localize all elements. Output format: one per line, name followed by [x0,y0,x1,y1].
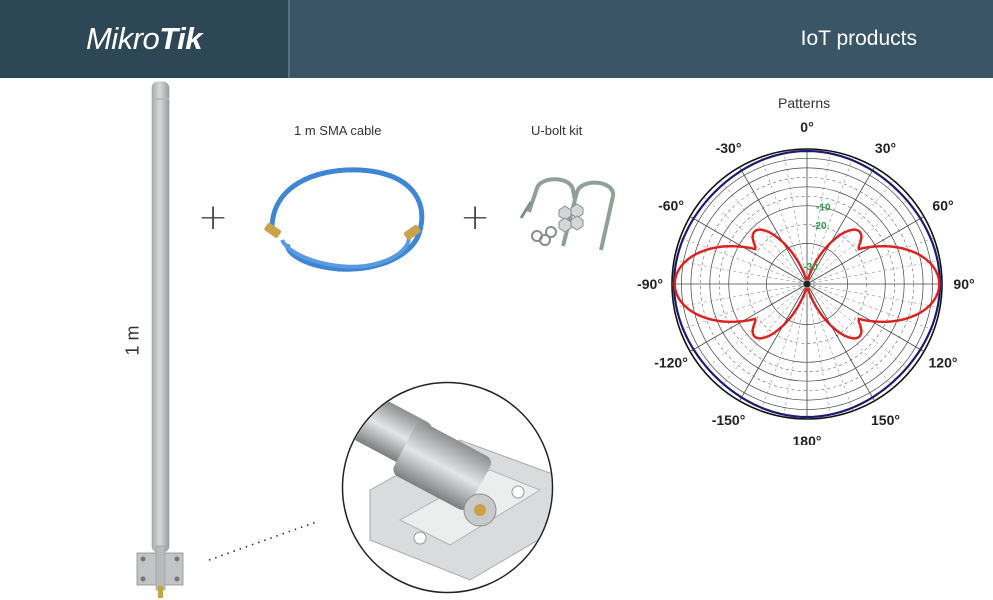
logo-panel: MikroTik [0,0,290,78]
ring-label: -20 [812,221,827,232]
angle-label: -150° [712,412,746,428]
angle-labels: 0° 30° 60° 90° 120° 150° 180° -150° -120° -90° -60… [637,120,975,445]
ring-labels: -10 -20 -30 [803,202,831,272]
cable-label: 1 m SMA cable [294,123,382,138]
ring-label: -10 [816,202,831,213]
mount-closeup-image [341,381,554,594]
antenna-image [136,81,184,598]
sma-cable-image [264,167,425,272]
angle-label: 180° [793,433,822,445]
angle-label: -120° [654,355,688,371]
angle-label: -90° [637,276,663,292]
angle-label: 30° [875,140,896,156]
horizontal-pattern-curve [672,149,942,419]
plus-sign: + [460,197,491,238]
angle-label: 60° [932,198,953,214]
angle-label: 150° [871,412,900,428]
length-label: 1 m [122,325,143,356]
header-bar: MikroTik IoT products [0,0,993,78]
vertical-pattern-curve [673,228,941,340]
angle-label: -60° [658,198,684,214]
page-title: IoT products [800,27,917,50]
angle-label: 90° [953,276,974,292]
angle-label: -30° [716,140,742,156]
patterns-title: Patterns [778,95,831,111]
polar-grid [671,148,943,420]
ring-label: -30 [803,262,818,273]
mikrotik-logo[interactable]: MikroTik [85,21,203,56]
plus-sign: + [198,197,229,238]
title-panel: IoT products [290,0,993,78]
angle-label: 120° [929,355,958,371]
radiation-pattern-chart: 0° 30° 60° 90° 120° 150° 180° -150° -120° -90° -60… [637,120,975,445]
ubolt-label: U-bolt kit [531,123,583,138]
detail-leader-line [208,520,320,561]
angle-label: 0° [800,120,813,135]
ubolt-kit-image [519,177,615,251]
